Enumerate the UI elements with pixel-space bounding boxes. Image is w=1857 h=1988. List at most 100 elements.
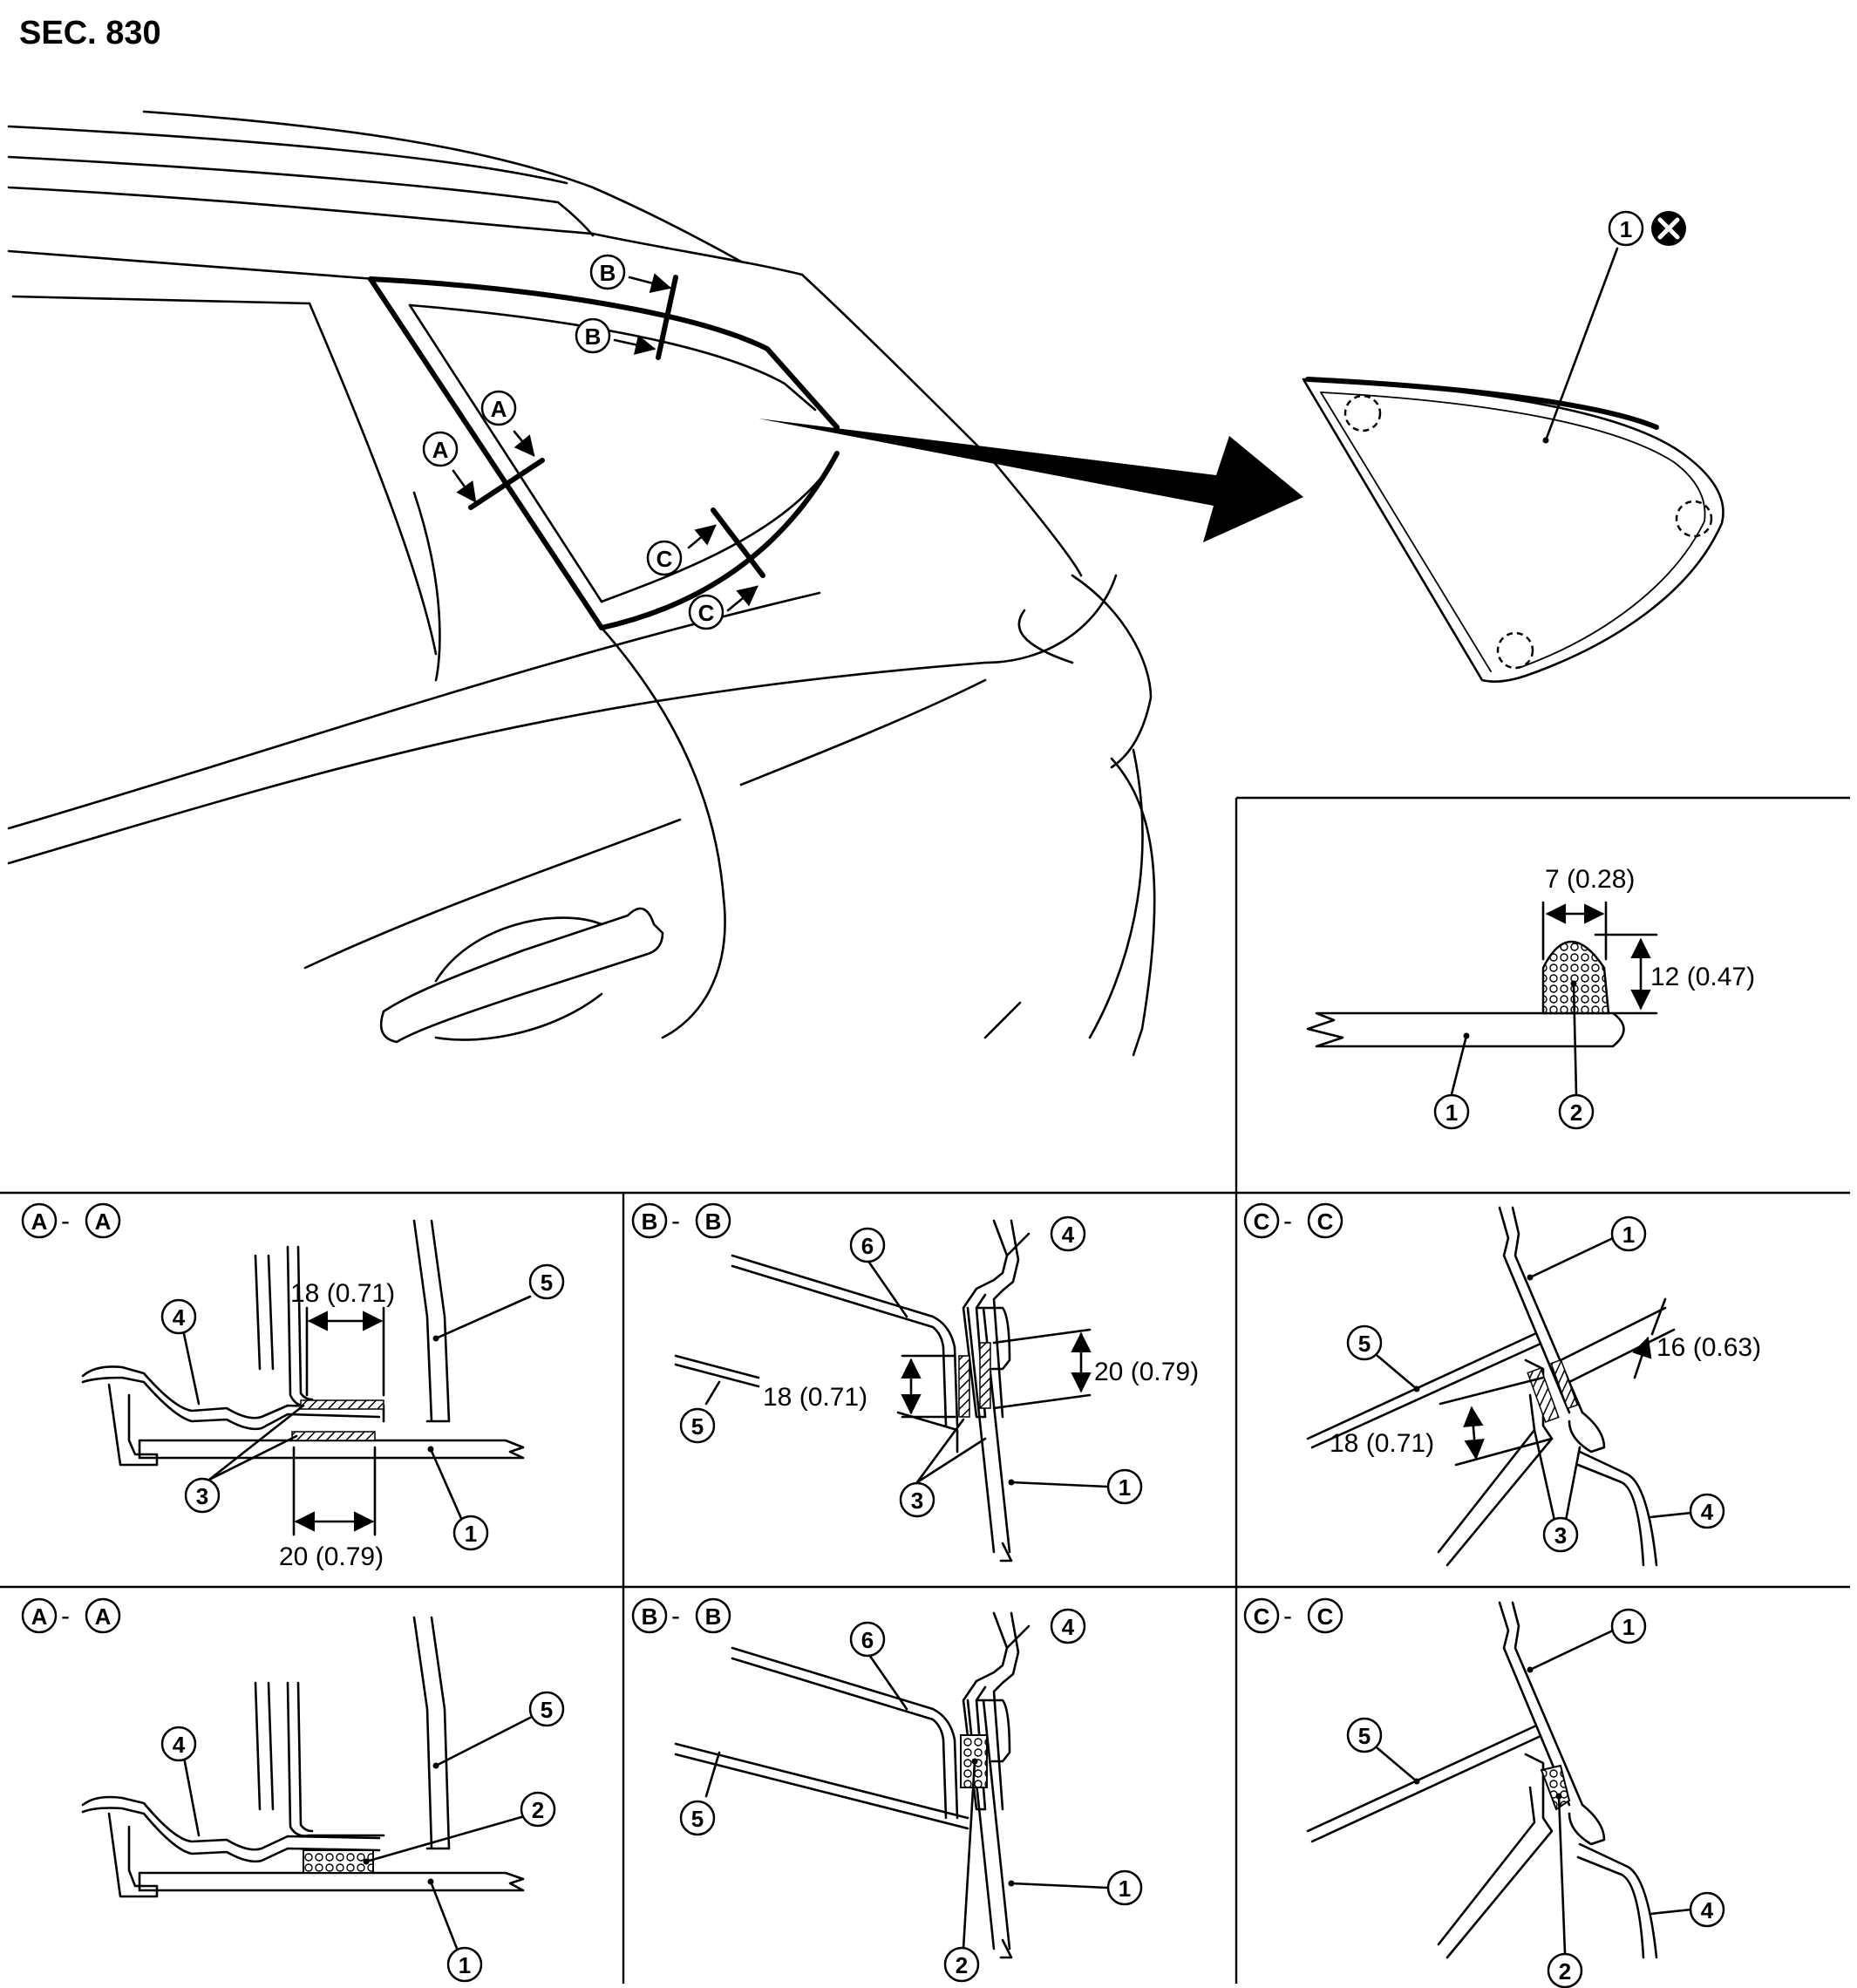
svg-text:C: C [656, 546, 673, 572]
svg-text:5: 5 [541, 1697, 553, 1723]
svg-text:5: 5 [541, 1270, 553, 1296]
callout-2-aa-bottom: 2 [520, 1791, 556, 1828]
bb-left-dimension: 18 (0.71) [763, 1383, 867, 1412]
svg-text:-: - [671, 1602, 680, 1631]
callout-1-bead: 1 [1433, 1093, 1470, 1130]
svg-text:1: 1 [1445, 1100, 1458, 1126]
callout-4-aa-bottom: 4 [160, 1726, 197, 1762]
svg-text:C: C [698, 600, 715, 626]
section-number: SEC. 830 [19, 15, 161, 51]
callout-4-cc-top: 4 [1689, 1493, 1725, 1529]
svg-text:5: 5 [691, 1806, 704, 1832]
callout-4-bb-bottom: 4 [1050, 1608, 1086, 1644]
svg-text:4: 4 [1701, 1499, 1714, 1525]
section-bb-top-drawing [674, 1219, 1109, 1562]
svg-text:A: A [95, 1208, 112, 1235]
callout-2-cc-bottom: 2 [1547, 1952, 1583, 1988]
svg-text:C: C [1317, 1603, 1334, 1630]
svg-text:-: - [61, 1207, 70, 1236]
callout-2-bead: 2 [1558, 1093, 1595, 1130]
section-aa-top-drawing [81, 1219, 532, 1536]
svg-text:-: - [61, 1602, 70, 1631]
svg-text:6: 6 [861, 1233, 874, 1259]
callout-4-cc-bottom: 4 [1689, 1891, 1725, 1928]
section-bb-bottom-drawing [674, 1611, 1109, 1959]
svg-text:A: A [31, 1208, 48, 1235]
callout-3-aa-top: 3 [184, 1477, 221, 1514]
bead-height-dimension: 12 (0.47) [1650, 963, 1755, 991]
section-aa-title-top: A - A [21, 1202, 121, 1239]
svg-text:-: - [1283, 1602, 1292, 1631]
svg-text:A: A [491, 396, 507, 422]
svg-text:A: A [31, 1603, 48, 1630]
svg-text:1: 1 [465, 1521, 477, 1547]
svg-text:A: A [432, 437, 449, 463]
callout-1-cc-bottom: 1 [1610, 1608, 1647, 1644]
svg-text:5: 5 [1358, 1331, 1371, 1357]
svg-text:1: 1 [1119, 1474, 1131, 1501]
section-frames [0, 796, 1850, 1984]
aa-top-dimension: 18 (0.71) [290, 1279, 395, 1308]
svg-text:5: 5 [691, 1413, 704, 1440]
svg-text:4: 4 [1062, 1614, 1075, 1640]
vehicle-rear-quarter-view [7, 110, 1303, 1057]
cc-left-dimension: 18 (0.71) [1330, 1429, 1434, 1458]
svg-text:1: 1 [1622, 1222, 1635, 1248]
svg-text:2: 2 [1570, 1100, 1582, 1126]
section-cc-title-bottom: C - C [1243, 1597, 1343, 1634]
callout-5-aa-bottom: 5 [528, 1691, 565, 1727]
svg-text:C: C [1317, 1208, 1334, 1235]
callout-2-bb-bottom: 2 [943, 1946, 980, 1983]
callout-4-bb-top: 4 [1050, 1215, 1086, 1252]
svg-text:1: 1 [1620, 216, 1632, 242]
svg-text:B: B [585, 323, 602, 350]
svg-text:4: 4 [173, 1304, 186, 1331]
svg-text:-: - [1283, 1207, 1292, 1236]
section-bb-title-bottom: B - B [631, 1597, 731, 1634]
callout-b-lower: B [575, 317, 611, 354]
svg-text:4: 4 [1701, 1897, 1714, 1923]
callout-5-cc-top: 5 [1346, 1324, 1383, 1361]
svg-text:1: 1 [459, 1952, 471, 1978]
callout-6-bb-bottom: 6 [849, 1621, 886, 1658]
callout-1-bb-top: 1 [1106, 1468, 1143, 1505]
svg-text:C: C [1254, 1208, 1270, 1235]
callout-c-upper: C [646, 540, 683, 576]
callout-6-bb-top: 6 [849, 1227, 886, 1263]
callout-5-cc-bottom: 5 [1346, 1717, 1383, 1753]
svg-text:4: 4 [173, 1732, 186, 1758]
bead-detail [1306, 901, 1658, 1096]
svg-text:5: 5 [1358, 1723, 1371, 1749]
section-aa-bottom-drawing [81, 1616, 535, 1964]
cross-circle-icon [1651, 211, 1686, 246]
section-cc-bottom-drawing [1306, 1601, 1693, 1959]
callout-1-bb-bottom: 1 [1106, 1869, 1143, 1906]
callout-5-bb-top: 5 [679, 1407, 716, 1444]
svg-text:B: B [642, 1208, 658, 1235]
svg-text:6: 6 [861, 1627, 874, 1653]
callout-3-bb-top: 3 [899, 1481, 935, 1518]
callout-1-glass: 1 [1608, 210, 1644, 247]
section-cc-title-top: C - C [1243, 1202, 1343, 1239]
callout-5-aa-top: 5 [528, 1263, 565, 1300]
svg-text:1: 1 [1119, 1876, 1131, 1902]
svg-text:B: B [705, 1208, 722, 1235]
callout-5-bb-bottom: 5 [679, 1800, 716, 1836]
cc-right-dimension: 16 (0.63) [1656, 1333, 1761, 1362]
svg-text:2: 2 [956, 1952, 968, 1978]
callout-1-aa-bottom: 1 [446, 1946, 483, 1983]
removal-arrow [758, 419, 1303, 542]
bb-right-dimension: 20 (0.79) [1094, 1358, 1199, 1386]
svg-text:2: 2 [532, 1797, 544, 1823]
section-aa-title-bottom: A - A [21, 1597, 121, 1634]
bead-width-dimension: 7 (0.28) [1545, 865, 1635, 894]
section-bb-title-top: B - B [631, 1202, 731, 1239]
svg-text:1: 1 [1622, 1614, 1635, 1640]
svg-text:4: 4 [1062, 1222, 1075, 1248]
svg-text:A: A [95, 1603, 112, 1630]
callout-1-aa-top: 1 [452, 1515, 489, 1551]
svg-text:C: C [1254, 1603, 1270, 1630]
svg-text:3: 3 [911, 1488, 923, 1514]
callout-4-aa-top: 4 [160, 1298, 197, 1335]
callout-a-upper: A [480, 390, 517, 426]
